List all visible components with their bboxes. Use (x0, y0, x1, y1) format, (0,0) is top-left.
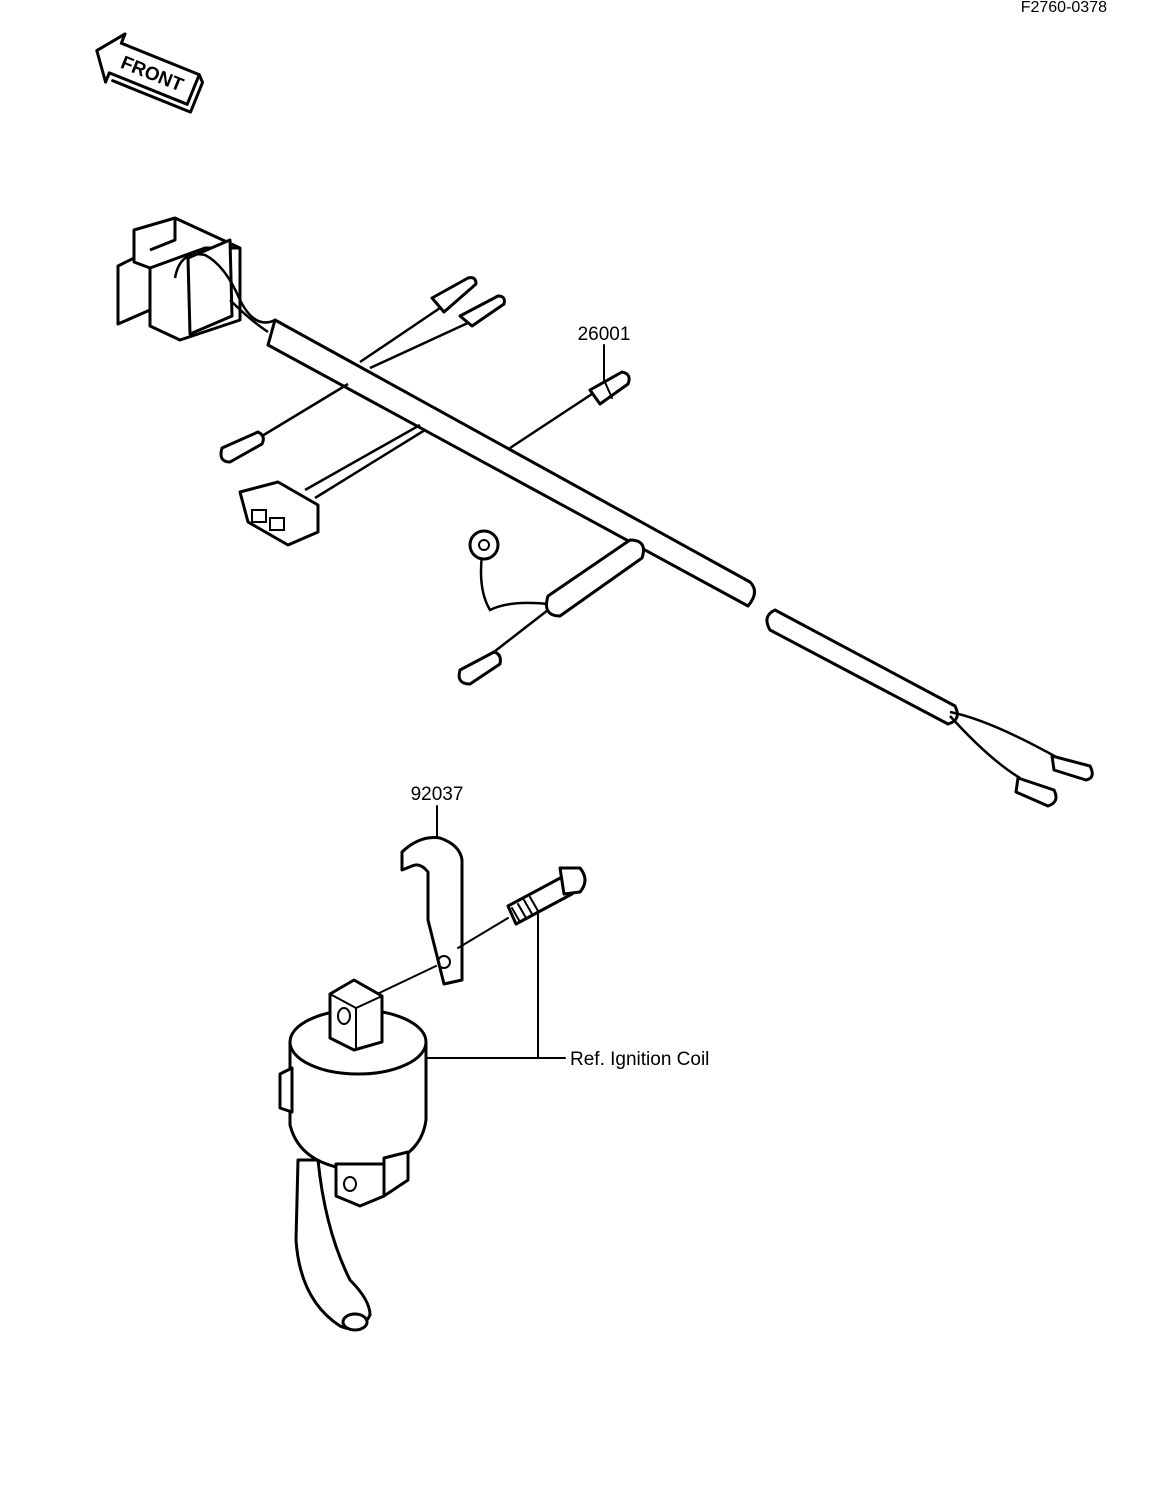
bullet-terminal (430, 276, 506, 328)
bolt (506, 866, 587, 926)
left-terminal (219, 430, 265, 464)
ground-terminal (457, 650, 502, 686)
ignition-coil (278, 978, 428, 1332)
main-connector (116, 216, 276, 342)
harness-part-number: 26001 (578, 324, 631, 345)
callout-clamp: 92037 (411, 784, 464, 839)
clamp (400, 836, 464, 986)
callout-harness: 26001 (578, 324, 631, 383)
doc-code: F2760-0378 (1021, 0, 1107, 16)
front-arrow-icon: FRONT (95, 32, 205, 114)
end-terminals (1014, 754, 1094, 808)
clamp-part-number: 92037 (411, 784, 464, 805)
harness-terminal (588, 370, 631, 406)
two-pin-coupler (238, 480, 320, 547)
ring-terminal (468, 529, 500, 561)
callout-ignition-coil: Ref. Ignition Coil (425, 913, 709, 1070)
ignition-coil-label: Ref. Ignition Coil (570, 1049, 709, 1070)
wiring-harness (116, 216, 1094, 808)
